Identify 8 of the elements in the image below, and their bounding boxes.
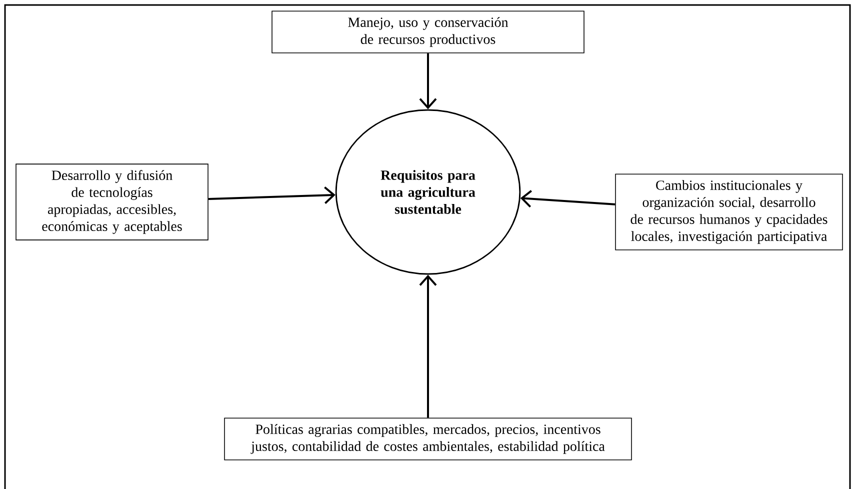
text-box: Cambios institucionales y organización social, desarrollo de recursos humanos y cpacidades locales, investigación participativa [615, 174, 843, 250]
text-box: Manejo, uso y conservación de recursos productivos [272, 10, 584, 54]
arrow [520, 190, 616, 208]
arrow [419, 53, 437, 110]
text-box: Desarrollo y difusión de tecnologías apropiadas, accesibles, económicas y aceptables [16, 164, 208, 240]
text-box: Políticas agrarias compatibles, mercados, precios, incentivos justos, contabilidad de costes ambientales, estabilidad política [224, 418, 632, 460]
arrow [208, 186, 336, 204]
arrow [419, 274, 437, 418]
